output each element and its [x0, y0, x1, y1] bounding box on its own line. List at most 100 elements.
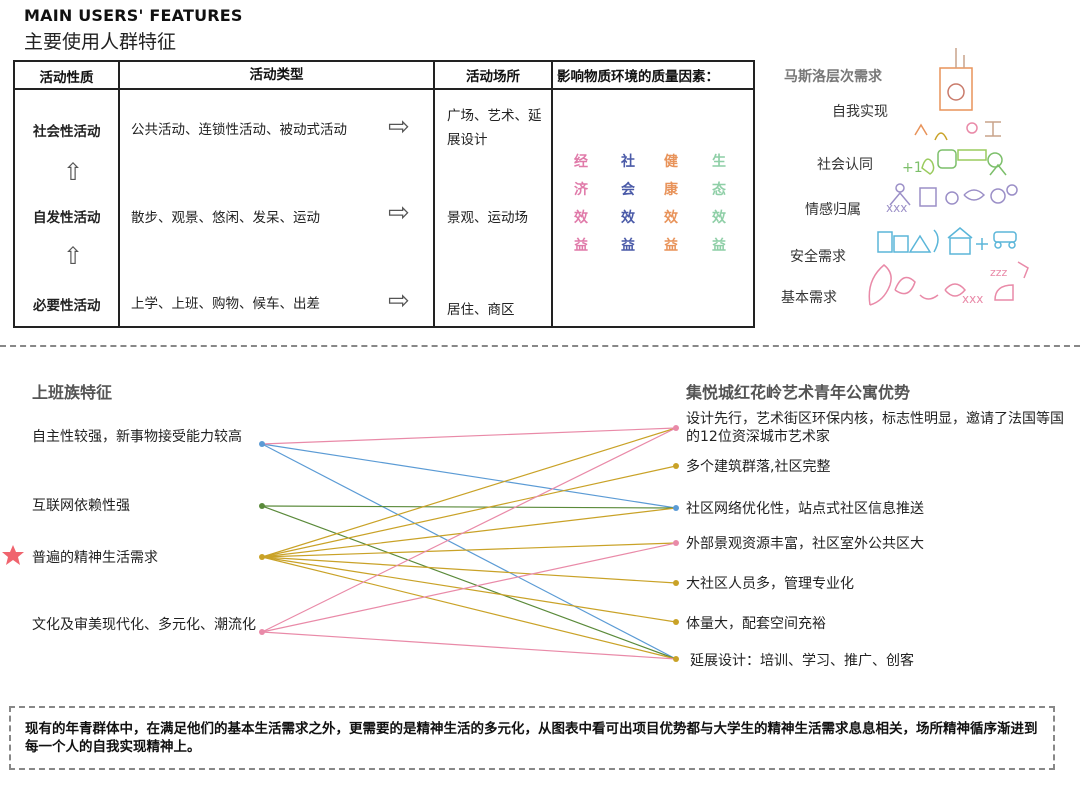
maslow-level-safety: 安全需求	[790, 249, 846, 265]
link-line	[261, 465, 677, 558]
nature-social: 社会性活动	[33, 124, 101, 140]
nature-necessary: 必要性活动	[33, 298, 101, 314]
place-spontaneous: 景观、运动场	[447, 210, 528, 226]
link-line	[261, 507, 677, 558]
table-col-divider-1	[118, 62, 120, 326]
advantage-landscape: 外部景观资源丰富，社区室外公共区大	[686, 536, 924, 552]
link-line	[261, 427, 677, 633]
factor-char: 态	[712, 182, 726, 198]
title-english: MAIN USERS' FEATURES	[24, 6, 243, 25]
link-line	[261, 556, 677, 623]
right-dot	[673, 463, 679, 469]
factor-char: 效	[621, 210, 635, 226]
factor-char: 康	[664, 182, 678, 198]
link-line	[261, 542, 677, 558]
factor-char: 效	[664, 210, 678, 226]
nature-spontaneous: 自发性活动	[33, 210, 101, 226]
summary-box: 现有的年青群体中，在满足他们的基本生活需求之外，更需要的是精神生活的多元化，从图…	[9, 706, 1055, 770]
link-line	[261, 631, 677, 660]
header-nature: 活动性质	[39, 70, 94, 86]
right-dot	[673, 540, 679, 546]
factor-char: 益	[574, 238, 588, 254]
svg-text:zzz: zzz	[990, 266, 1008, 279]
workers-title: 上班族特征	[32, 383, 113, 402]
left-dot	[259, 554, 265, 560]
left-dot	[259, 503, 265, 509]
types-social: 公共活动、连锁性活动、被动式活动	[131, 122, 347, 138]
maslow-level-belonging: 情感归属	[805, 202, 861, 218]
factor-char: 健	[664, 154, 678, 170]
header-factors: 影响物质环境的质量因素：	[557, 69, 719, 85]
factor-economic: 经济效益	[571, 148, 591, 260]
maslow-level-basic: 基本需求	[781, 290, 837, 306]
link-line	[261, 556, 677, 584]
svg-text:xxx: xxx	[886, 201, 907, 215]
types-necessary: 上学、上班、购物、候车、出差	[131, 296, 320, 312]
right-arrow-icon: ⇨	[388, 112, 410, 142]
advantage-volume: 体量大，配套空间充裕	[686, 616, 826, 632]
svg-text:+1: +1	[902, 160, 923, 176]
header-types: 活动类型	[249, 67, 304, 83]
up-arrow-icon: ⇧	[63, 242, 84, 270]
section-separator	[0, 345, 1080, 347]
title-chinese: 主要使用人群特征	[24, 31, 177, 53]
maslow-title: 马斯洛层次需求	[784, 69, 882, 85]
right-arrow-icon: ⇨	[388, 286, 410, 316]
face-icon	[868, 264, 892, 306]
factor-char: 益	[712, 238, 726, 254]
toilet-icon	[994, 284, 1014, 301]
advantage-extension: 延展设计：培训、学习、推广、创客	[690, 653, 914, 669]
factor-char: 效	[574, 210, 588, 226]
factor-char: 益	[621, 238, 635, 254]
worker-feature-spiritual: 普遍的精神生活需求	[32, 550, 158, 566]
thumbs-up-icon	[921, 158, 935, 175]
factor-char: 生	[712, 154, 726, 170]
up-arrow-icon: ⇧	[63, 158, 84, 186]
place-necessary: 居住、商区	[447, 302, 515, 318]
factor-ecological: 生态效益	[709, 148, 729, 260]
factor-health: 健康效益	[661, 148, 681, 260]
right-dot	[673, 425, 679, 431]
right-dot	[673, 619, 679, 625]
self-actualization-icon	[939, 67, 973, 111]
link-line	[261, 505, 677, 509]
summary-text: 现有的年青群体中，在满足他们的基本生活需求之外，更需要的是精神生活的多元化，从图…	[25, 721, 1038, 755]
table-col-divider-2	[433, 62, 435, 326]
link-line	[261, 505, 677, 660]
link-line	[261, 443, 677, 509]
types-spontaneous: 散步、观景、悠闲、发呆、运动	[131, 210, 320, 226]
advantage-design: 设计先行，艺术街区环保内核，标志性明显，邀请了法国等国的12位资深城市艺术家	[686, 411, 1064, 445]
link-line	[261, 542, 677, 633]
maslow-level-esteem: 社会认同	[817, 157, 873, 173]
worker-feature-culture: 文化及审美现代化、多元化、潮流化	[32, 617, 256, 633]
factor-social: 社会效益	[618, 148, 638, 260]
activity-table: 活动性质 活动类型 活动场所 影响物质环境的质量因素： 社会性活动 公共活动、连…	[13, 60, 755, 328]
right-dot	[673, 505, 679, 511]
music-icon	[914, 123, 928, 136]
advantage-network: 社区网络优化性，站点式社区信息推送	[686, 501, 924, 517]
link-line	[261, 556, 677, 660]
factor-char: 济	[574, 182, 588, 198]
svg-text:xxx: xxx	[962, 292, 983, 306]
building-icon	[877, 231, 893, 253]
factor-char: 会	[621, 182, 635, 198]
people-icon	[889, 191, 911, 206]
factor-char: 社	[621, 154, 635, 170]
advantage-buildings: 多个建筑群落,社区完整	[686, 459, 831, 475]
right-dot	[673, 580, 679, 586]
advantage-management: 大社区人员多，管理专业化	[686, 576, 854, 592]
factor-char: 经	[574, 154, 588, 170]
right-arrow-icon: ⇨	[388, 198, 410, 228]
table-header-divider	[15, 88, 753, 90]
table-col-divider-3	[551, 62, 553, 326]
link-line	[261, 443, 677, 660]
maslow-level-self-actualization: 自我实现	[832, 104, 888, 120]
link-line	[261, 427, 677, 445]
advantages-title: 集悦城红花岭艺术青年公寓优势	[686, 383, 911, 402]
star-icon	[2, 545, 24, 565]
factor-char: 益	[664, 238, 678, 254]
house-icon	[949, 237, 971, 255]
right-dot	[673, 656, 679, 662]
factor-char: 效	[712, 210, 726, 226]
worker-feature-autonomy: 自主性较强，新事物接受能力较高	[32, 429, 242, 445]
